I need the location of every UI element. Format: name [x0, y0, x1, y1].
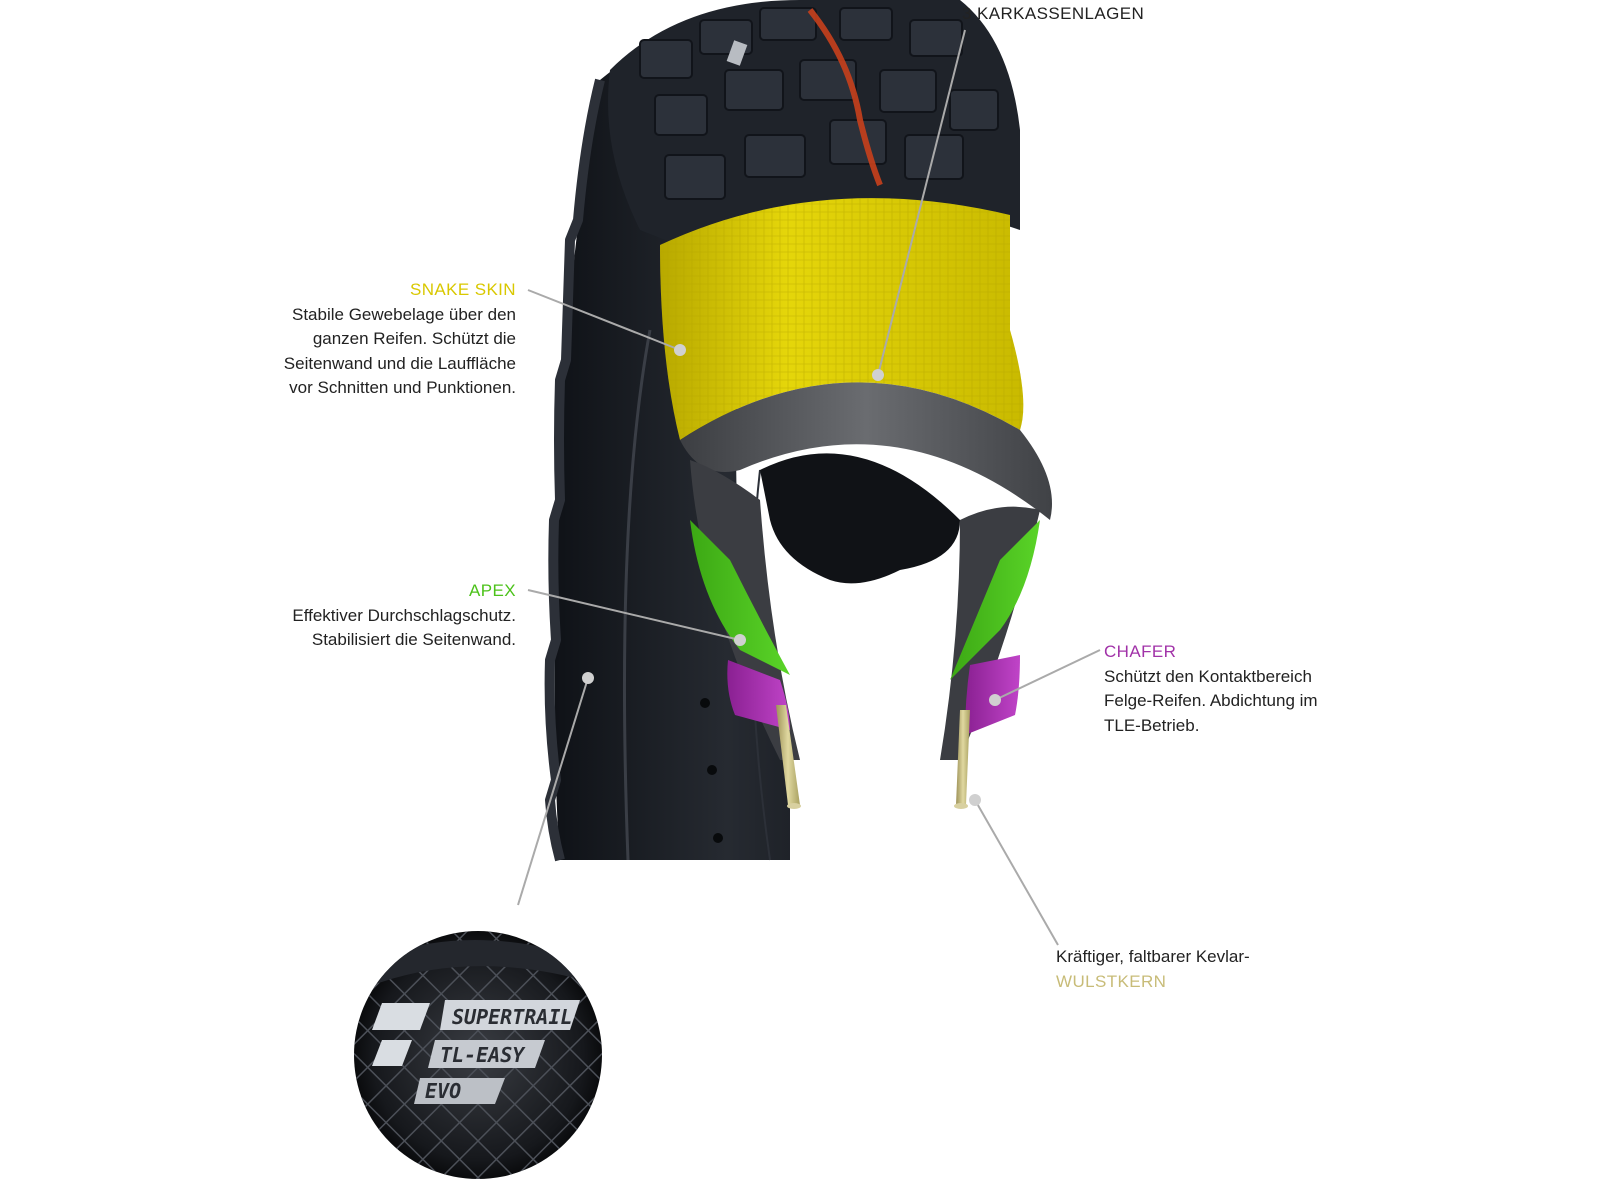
leader-snake-skin — [527, 289, 681, 351]
bead-heading: WULSTKERN — [1056, 971, 1167, 991]
sidewall-zoom: SUPERTRAIL TL-EASY EVO — [354, 931, 602, 1179]
chafer-line: TLE-Betrieb. — [1104, 715, 1200, 735]
apex-line: Stabilisiert die Seitenwand. — [311, 630, 516, 649]
label-apex: APEX Effektiver Durchschlagschutz. Stabi… — [200, 579, 516, 653]
leader-dots — [582, 344, 1001, 806]
apex-layer — [690, 520, 1040, 680]
leader-apex — [527, 589, 741, 641]
chafer-line: Schützt den Kontaktbereich — [1104, 666, 1312, 686]
snake-skin-heading: SNAKE SKIN — [409, 280, 516, 299]
label-chafer: CHAFER Schützt den Kontaktbereich Felge-… — [1104, 640, 1404, 738]
tire-tread — [608, 0, 1020, 250]
label-carcass: 3 KARKASSENLAGEN — [962, 2, 1144, 27]
leader-carcass — [877, 29, 966, 376]
apex-heading: APEX — [469, 581, 516, 600]
snake-skin-line: Stabile Gewebelage über den — [292, 304, 516, 324]
snake-skin-line: ganzen Reifen. Schützt die — [312, 329, 516, 348]
badge-text-tl-easy: TL-EASY — [440, 1043, 526, 1067]
bead-core — [776, 705, 970, 809]
leader-sidewall — [517, 677, 589, 906]
carcass-heading: 3 KARKASSENLAGEN — [962, 4, 1145, 23]
chafer-heading: CHAFER — [1104, 642, 1177, 661]
snake-skin-layer — [660, 198, 1024, 440]
snake-skin-line: Seitenwand und die Lauffläche — [283, 353, 516, 373]
leader-bead — [974, 799, 1059, 946]
apex-line: Effektiver Durchschlagschutz. — [292, 605, 516, 625]
leader-chafer — [994, 649, 1101, 701]
label-snake-skin: SNAKE SKIN Stabile Gewebelage über den g… — [200, 278, 516, 401]
label-bead-core: Kräftiger, faltbarer Kevlar- WULSTKERN — [1056, 945, 1356, 994]
bead-line: Kräftiger, faltbarer Kevlar- — [1056, 947, 1250, 966]
badge-text-supertrail: SUPERTRAIL — [452, 1005, 572, 1029]
leader-lines — [517, 29, 1101, 946]
badge-text-evo: EVO — [425, 1079, 461, 1103]
chafer-line: Felge-Reifen. Abdichtung im — [1104, 691, 1318, 710]
snake-skin-line: vor Schnitten und Punktionen. — [289, 378, 516, 397]
